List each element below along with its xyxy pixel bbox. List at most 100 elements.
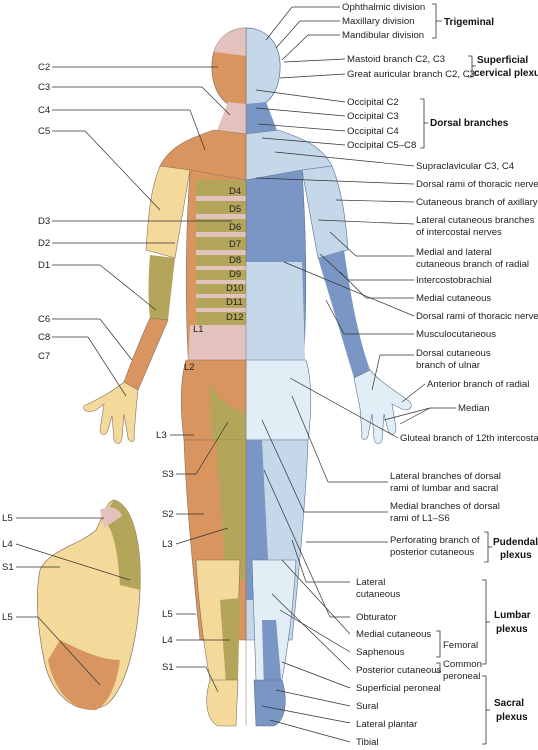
right-label: Saphenous bbox=[356, 647, 405, 658]
segment-label: D10 bbox=[226, 283, 243, 294]
neck-right bbox=[246, 102, 280, 140]
right-label: Maxillary division bbox=[342, 16, 415, 27]
head-right bbox=[246, 27, 281, 107]
right-label: Anterior branch of radial bbox=[427, 379, 529, 390]
right-label: rami of lumbar and sacral bbox=[390, 483, 498, 494]
group-label: Femoral bbox=[443, 640, 478, 651]
group-label: peroneal bbox=[443, 671, 480, 682]
segment-label: D6 bbox=[229, 222, 241, 233]
hand-left bbox=[83, 381, 139, 444]
segment-label: L2 bbox=[184, 362, 195, 373]
foot-sole-inset bbox=[37, 499, 141, 711]
arm-upper-olive-left bbox=[148, 255, 175, 320]
group-labels: Trigeminal Superficial cervical plexus D… bbox=[430, 17, 538, 723]
group-label: Dorsal branches bbox=[430, 118, 509, 129]
right-label: Tibial bbox=[356, 737, 379, 748]
segment-label: D12 bbox=[226, 312, 243, 323]
right-body-nerves bbox=[246, 27, 412, 727]
group-label: Pudendal bbox=[493, 537, 538, 548]
left-label: D2 bbox=[38, 238, 50, 249]
right-label: rami of L1–S6 bbox=[390, 513, 450, 524]
right-label: Cutaneous branch of axillary bbox=[416, 197, 538, 208]
right-label: Dorsal rami of thoracic nerves bbox=[416, 179, 538, 190]
right-label: Dorsal rami of thoracic nerves bbox=[416, 311, 538, 322]
right-label: Dorsal cutaneous bbox=[416, 348, 491, 359]
right-label: branch of ulnar bbox=[416, 360, 481, 371]
buttock-right bbox=[246, 359, 312, 441]
left-label: L3 bbox=[156, 430, 167, 441]
right-label: Supraclavicular C3, C4 bbox=[416, 161, 515, 172]
leader-lines bbox=[15, 6, 456, 743]
group-label: plexus bbox=[500, 550, 532, 561]
right-label: posterior cutaneous bbox=[390, 547, 474, 558]
group-label: Sacral bbox=[494, 698, 524, 709]
sole-heel bbox=[48, 640, 120, 711]
group-label: Trigeminal bbox=[444, 17, 494, 28]
right-label: Mastoid branch C2, C3 bbox=[347, 54, 445, 65]
left-label: D1 bbox=[38, 260, 50, 271]
foot-label: L5 bbox=[2, 513, 13, 524]
group-label: plexus bbox=[496, 712, 528, 723]
left-label: L3 bbox=[162, 539, 173, 550]
foot-label: S1 bbox=[2, 562, 14, 573]
arm-upper-left bbox=[145, 165, 191, 259]
right-label: Intercostobrachial bbox=[416, 275, 492, 286]
neck-left bbox=[214, 102, 246, 140]
right-label: cutaneous bbox=[356, 589, 400, 600]
segment-label: D9 bbox=[229, 269, 241, 280]
right-label: Medial cutaneous bbox=[356, 629, 431, 640]
forearm-left bbox=[123, 317, 169, 391]
right-label: of intercostal nerves bbox=[416, 227, 502, 238]
right-label: Ophthalmic division bbox=[342, 2, 425, 13]
left-label: C8 bbox=[38, 332, 50, 343]
right-label: Occipital C5–C8 bbox=[347, 140, 416, 151]
foot-labels: L5 L4 S1 L5 bbox=[2, 513, 14, 623]
right-label: Musculocutaneous bbox=[416, 329, 496, 340]
group-label: Lumbar bbox=[494, 610, 531, 621]
left-label: S3 bbox=[162, 469, 174, 480]
left-label: S1 bbox=[162, 662, 174, 673]
segment-label: D11 bbox=[226, 297, 243, 308]
left-label: D3 bbox=[38, 216, 50, 227]
group-label: Superficial bbox=[477, 55, 528, 66]
arm-lower-right bbox=[318, 250, 370, 378]
right-label: Sural bbox=[356, 701, 378, 712]
left-label: L5 bbox=[162, 609, 173, 620]
dermatome-bands bbox=[196, 196, 246, 312]
left-label: C7 bbox=[38, 351, 50, 362]
right-label: Superficial peroneal bbox=[356, 683, 441, 694]
left-label: C4 bbox=[38, 105, 51, 116]
right-label: Lateral branches of dorsal bbox=[390, 471, 501, 482]
right-labels: Ophthalmic division Maxillary division M… bbox=[342, 2, 538, 748]
right-label: Great auricular branch C2, C3 bbox=[347, 69, 475, 80]
right-label: cutaneous branch of radial bbox=[416, 259, 529, 270]
right-label: Obturator bbox=[356, 612, 397, 623]
brackets bbox=[420, 3, 492, 745]
right-label: Perforating branch of bbox=[390, 535, 480, 546]
segment-label: D7 bbox=[229, 239, 241, 250]
right-label: Occipital C2 bbox=[347, 97, 399, 108]
hand-right bbox=[353, 369, 412, 444]
thigh-olive-left bbox=[216, 440, 246, 580]
left-label: C2 bbox=[38, 62, 50, 73]
foot-label: L5 bbox=[2, 612, 13, 623]
body-labels: D4 D5 D6 D7 D8 D9 D10 D11 D12 L1 L2 bbox=[184, 186, 243, 373]
right-label: Median bbox=[458, 403, 489, 414]
trunk-light-right bbox=[246, 262, 306, 390]
group-label: cervical plexus bbox=[474, 68, 538, 79]
group-label: Common bbox=[443, 659, 482, 670]
left-label: C6 bbox=[38, 314, 50, 325]
foot-label: L4 bbox=[2, 539, 13, 550]
sole-toe bbox=[100, 507, 122, 528]
right-label: Gluteal branch of 12th intercostal bbox=[400, 433, 538, 444]
segment-label: D8 bbox=[229, 255, 241, 266]
right-label: Medial cutaneous bbox=[416, 293, 491, 304]
left-label: C5 bbox=[38, 126, 50, 137]
right-label: Lateral plantar bbox=[356, 719, 418, 730]
segment-label: L1 bbox=[193, 324, 204, 335]
segment-label: D4 bbox=[229, 186, 241, 197]
right-label: Mandibular division bbox=[342, 30, 424, 41]
foot-right bbox=[253, 679, 286, 727]
